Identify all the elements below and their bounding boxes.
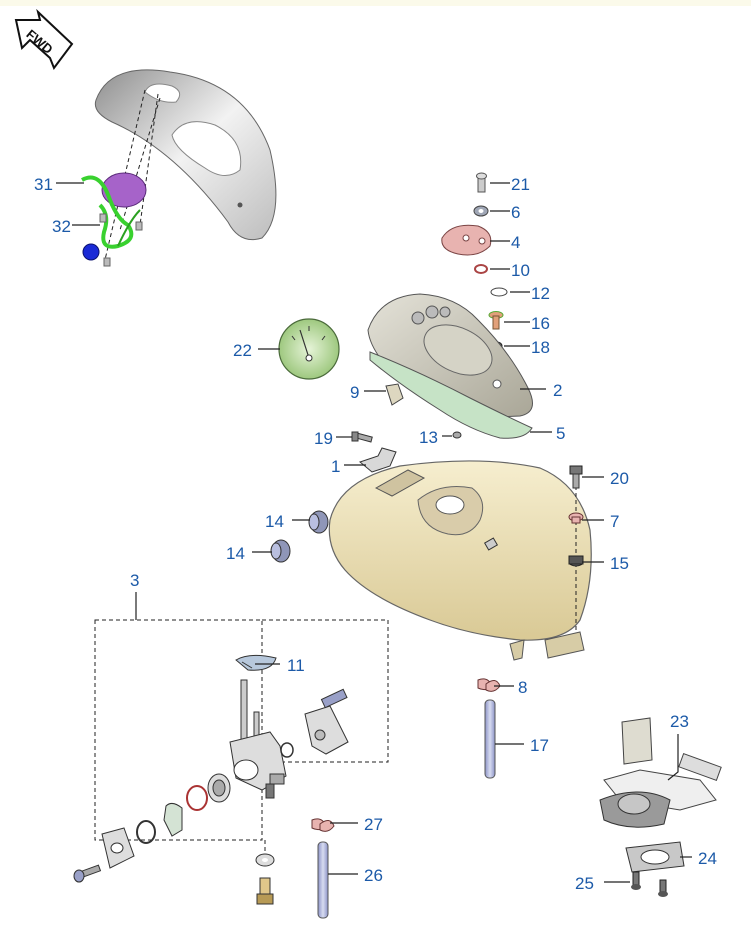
callout-27: 27 [364,815,383,834]
callout-19: 19 [314,429,333,448]
fuel-hose-17-part [484,699,496,779]
callout-5: 5 [556,424,565,443]
callout-20: 20 [610,469,629,488]
fuel-hose-26-part [317,841,329,919]
washer-7-part [568,512,584,524]
nut-13-part [452,431,462,439]
fuel-tank-part [328,460,592,661]
screw-21-part [476,172,487,193]
bolt-19-part [351,431,373,443]
bolt-20-part [569,465,583,489]
callout-32: 32 [52,217,71,236]
plate-4-part [441,224,492,256]
callout-13: 13 [419,428,438,447]
hose-clamp-27-part [311,818,335,832]
fwd-arrow-icon: FWD [14,8,74,71]
bolt-25b-part [658,879,668,897]
callout-15: 15 [610,554,629,573]
callout-24: 24 [698,849,717,868]
bumper-14a-part [308,510,329,534]
top-strip [0,0,751,6]
console-cover-part [94,69,277,265]
pump-gasket-24-part [625,841,685,873]
callout-21: 21 [511,175,530,194]
bracket-1-part [358,447,397,473]
leader-lines [56,182,692,883]
callout-labels: 31 32 21 6 4 10 12 16 18 22 9 2 5 19 13 … [34,175,717,893]
callout-12: 12 [531,284,550,303]
callout-25: 25 [575,874,594,893]
petcock-group-box-right [262,619,389,763]
bolt-25a-part [631,871,641,890]
callout-8: 8 [518,678,527,697]
callout-1: 1 [331,457,340,476]
seal-12-part [490,287,508,297]
callout-23: 23 [670,712,689,731]
petcock-group-box-left [94,619,263,841]
callout-2: 2 [553,381,562,400]
callout-6: 6 [511,203,520,222]
gasket-5-part [369,351,533,439]
callout-17: 17 [530,736,549,755]
callout-31: 31 [34,175,53,194]
callout-26: 26 [364,866,383,885]
grommet-15-part [568,555,584,567]
fuel-gauge-22-part [278,318,340,380]
hose-clamp-8-part [477,678,501,692]
callout-4: 4 [511,233,520,252]
oring-10-part [474,264,488,274]
callout-9: 9 [350,383,359,402]
clip-9-part [385,383,404,406]
callout-22: 22 [233,341,252,360]
callout-14-upper: 14 [265,512,284,531]
fuel-pump-23-part [599,717,722,828]
callout-3: 3 [130,571,139,590]
washer-6-part [473,205,489,217]
callout-18: 18 [531,338,550,357]
bumper-14b-part [270,539,291,563]
callout-14-lower: 14 [226,544,245,563]
callout-10: 10 [511,261,530,280]
bolt-16-part [488,311,504,330]
callout-7: 7 [610,512,619,531]
callout-11: 11 [287,656,305,675]
callout-16: 16 [531,314,550,333]
wiring-harness-part [81,172,147,267]
petcock-3-parts [73,654,349,905]
